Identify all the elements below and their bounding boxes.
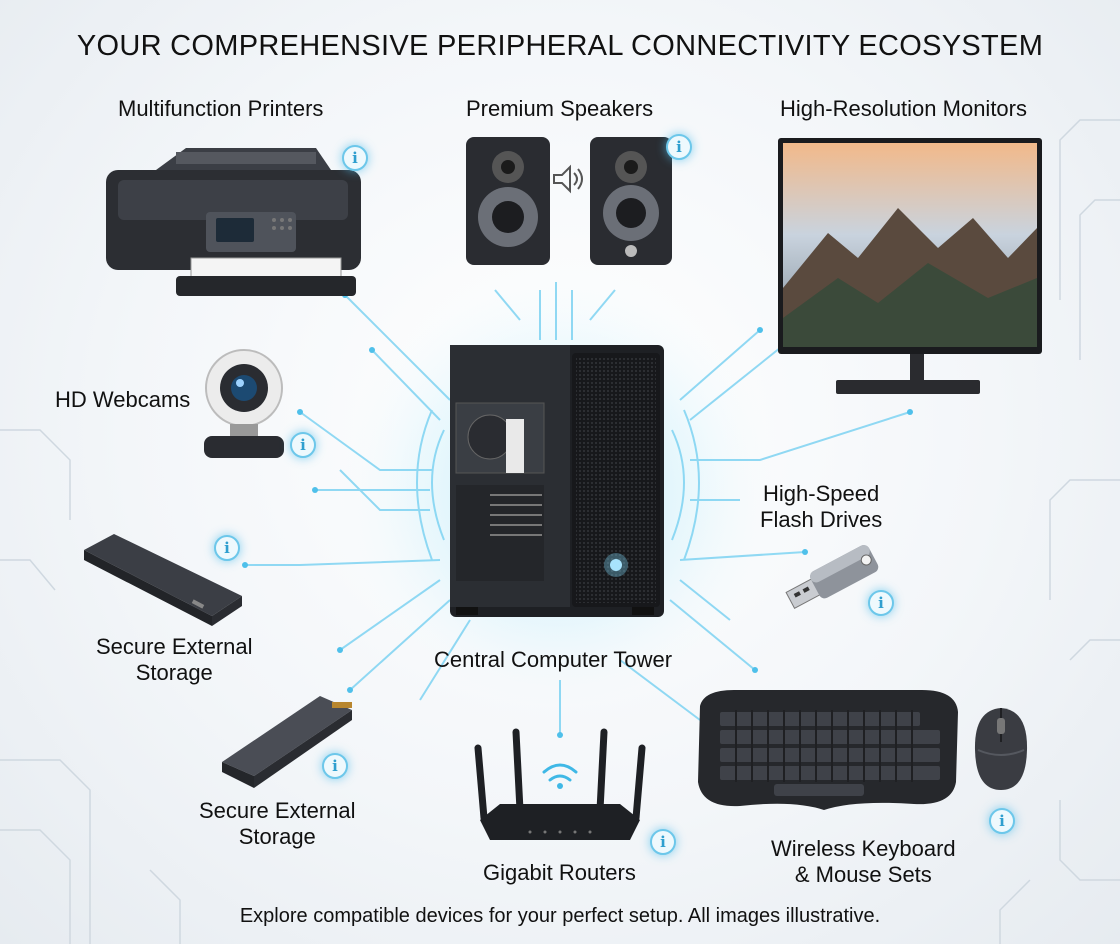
tower-label: Central Computer Tower [434, 647, 673, 672]
storage2-label: Secure External Storage [199, 798, 356, 850]
storage1-label: Secure External Storage [96, 634, 253, 686]
storage2-label-line-2: Storage [238, 824, 316, 849]
keyboard-label-line-1: Wireless Keyboard [771, 836, 956, 861]
footer-caption: Explore compatible devices for your perf… [239, 905, 881, 927]
router-icon[interactable] [470, 728, 650, 848]
page-title: YOUR COMPREHENSIVE PERIPHERAL CONNECTIVI… [76, 30, 1044, 62]
keyboard-label: Wireless Keyboard & Mouse Sets [771, 836, 956, 888]
speaker-icon[interactable] [464, 135, 674, 270]
flash-info-button[interactable]: i [868, 590, 894, 616]
external-ssd-icon[interactable] [216, 692, 356, 792]
flash-label-line-2: Flash Drives [760, 507, 883, 532]
webcams-label: HD Webcams [55, 387, 191, 412]
keyboard-icon[interactable] [694, 686, 962, 814]
storage2-info-button[interactable]: i [322, 753, 348, 779]
mouse-icon[interactable] [972, 706, 1030, 792]
tower-icon[interactable] [450, 345, 666, 625]
webcam-icon[interactable] [200, 348, 290, 462]
storage2-label-line-1: Secure External [199, 798, 356, 823]
webcams-info-button[interactable]: i [290, 432, 316, 458]
flash-drive-icon[interactable] [778, 538, 890, 614]
printers-label: Multifunction Printers [118, 96, 324, 121]
printers-info-button[interactable]: i [342, 145, 368, 171]
external-ssd-icon[interactable] [74, 530, 244, 626]
monitors-label: High-Resolution Monitors [780, 96, 1027, 121]
routers-info-button[interactable]: i [650, 829, 676, 855]
speakers-label: Premium Speakers [466, 96, 654, 121]
speakers-info-button[interactable]: i [666, 134, 692, 160]
routers-label: Gigabit Routers [483, 860, 636, 885]
flash-label-line-1: High-Speed [763, 481, 880, 506]
keyboard-info-button[interactable]: i [989, 808, 1015, 834]
storage1-info-button[interactable]: i [214, 535, 240, 561]
keyboard-label-line-2: & Mouse Sets [794, 862, 932, 887]
printer-icon[interactable] [96, 140, 366, 300]
monitor-icon[interactable] [778, 138, 1044, 400]
flash-label: High-Speed Flash Drives [760, 481, 882, 533]
storage1-label-line-2: Storage [135, 660, 213, 685]
storage1-label-line-1: Secure External [96, 634, 253, 659]
